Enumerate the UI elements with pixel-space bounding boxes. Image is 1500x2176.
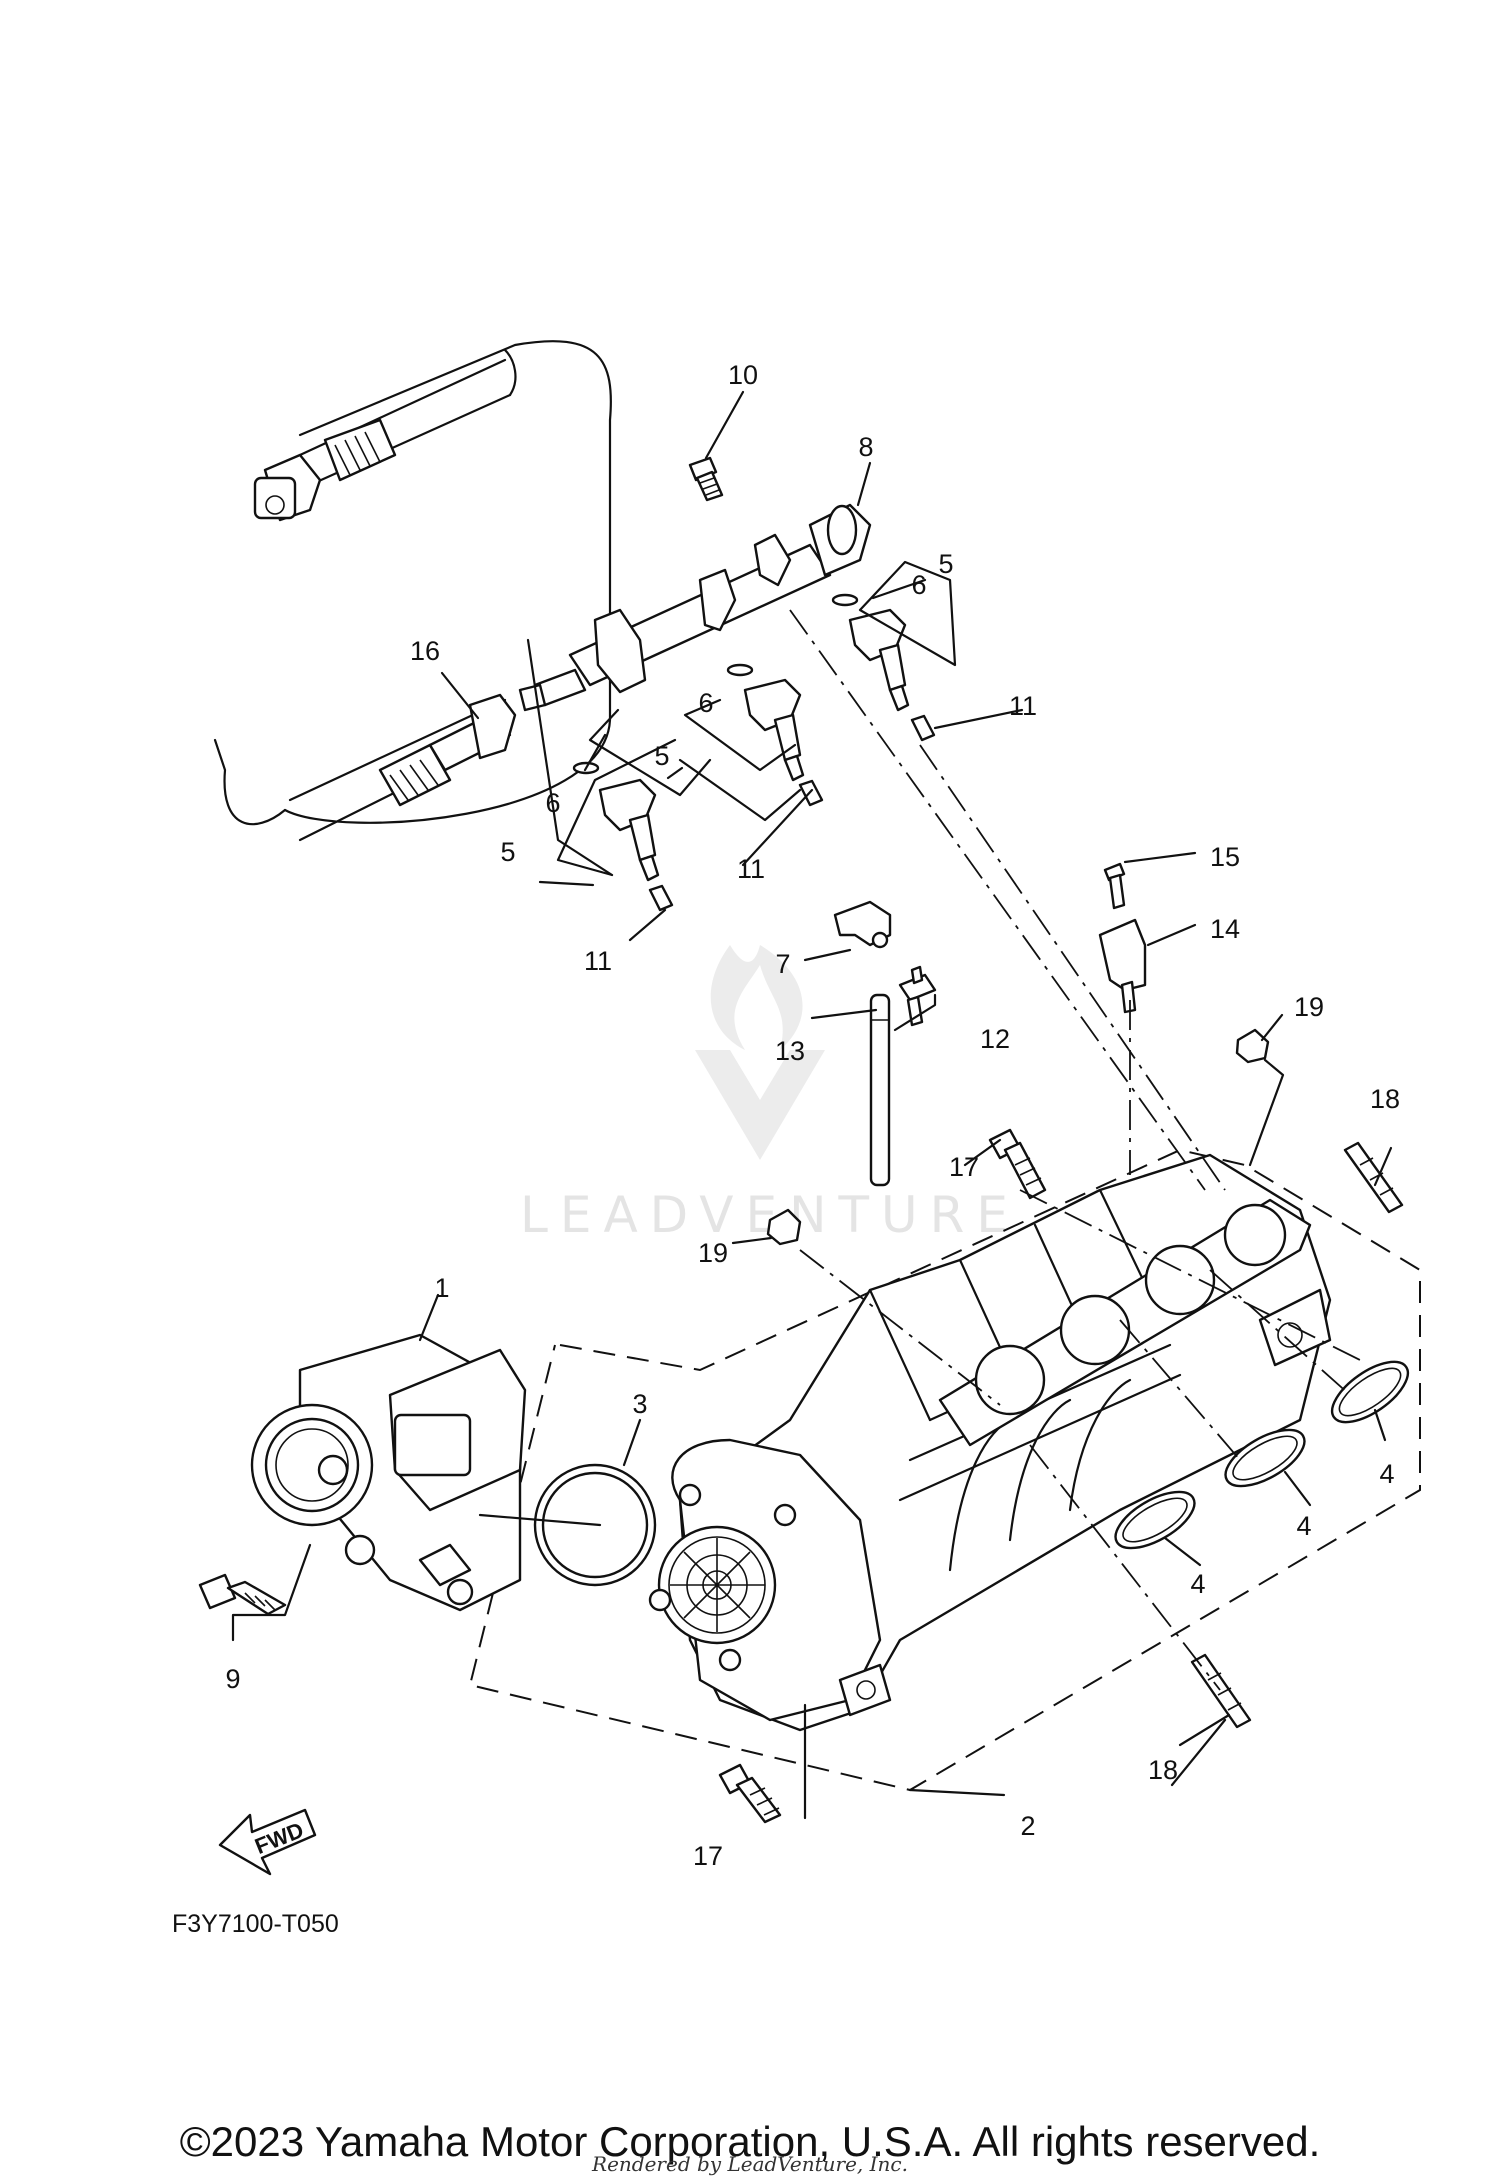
callout-6-middle: 6 — [698, 688, 713, 718]
hose-corrugated-end-bottom — [378, 693, 517, 807]
hose-corrugated-end-top — [253, 418, 397, 522]
callout-1: 1 — [434, 1273, 449, 1303]
callout-19-upper: 19 — [1294, 992, 1324, 1022]
screw-15 — [1103, 862, 1126, 910]
bolt-17-upper — [988, 1128, 1047, 1200]
callout-17-lower: 17 — [693, 1841, 723, 1871]
callout-5-left: 5 — [500, 837, 515, 867]
copyright-notice: ©2023 Yamaha Motor Corporation, U.S.A. A… — [179, 2118, 1321, 2165]
stud-18-upper — [1343, 1141, 1404, 1214]
fitting-12 — [898, 965, 937, 1027]
callout-4-middle: 4 — [1296, 1511, 1311, 1541]
bolt-17-lower — [718, 1763, 782, 1824]
nut-19-lower — [766, 1208, 802, 1246]
seal-11-right — [910, 714, 936, 742]
callout-8: 8 — [858, 432, 873, 462]
nut-19-upper — [1235, 1028, 1270, 1064]
leadventure-watermark: LEADVENTURE — [520, 945, 1020, 1244]
callout-10: 10 — [728, 360, 758, 390]
callout-5-middle: 5 — [654, 741, 669, 771]
seal-11-left — [648, 884, 674, 912]
bolt-10 — [688, 456, 724, 502]
gasket-4-b — [1224, 1428, 1306, 1488]
callout-18-lower: 18 — [1148, 1755, 1178, 1785]
sensor-7 — [833, 900, 892, 949]
pipe-13 — [869, 993, 891, 1187]
callout-5: 5 — [938, 549, 953, 579]
callout-17-upper: 17 — [949, 1152, 979, 1182]
callout-11-middle: 11 — [737, 854, 765, 884]
callout-2: 2 — [1020, 1811, 1035, 1841]
callout-18-upper: 18 — [1370, 1084, 1400, 1114]
callout-16: 16 — [410, 636, 440, 666]
callout-14: 14 — [1210, 914, 1240, 944]
leader-lines — [231, 390, 1393, 1820]
callout-19-lower: 19 — [698, 1238, 728, 1268]
callout-3: 3 — [632, 1389, 647, 1419]
fwd-direction-arrow: FWD — [218, 1808, 317, 1876]
throttle-body — [250, 1333, 527, 1612]
callout-6: 6 — [911, 570, 926, 600]
callout-4-left: 4 — [1190, 1569, 1205, 1599]
assembly-center-lines — [789, 609, 1361, 1691]
fuel-hose — [213, 340, 612, 842]
rendered-by-credit: Rendered by LeadVenture, Inc. — [592, 2152, 908, 2176]
fuel-rail — [518, 503, 872, 712]
watermark-text: LEADVENTURE — [520, 1186, 1020, 1244]
callout-15: 15 — [1210, 842, 1240, 872]
callout-9: 9 — [225, 1664, 240, 1694]
injector-middle — [726, 663, 824, 807]
seal-11-middle — [798, 779, 824, 807]
callout-labels: 10 8 5 6 11 16 6 5 6 5 11 11 15 14 7 12 … — [225, 360, 1400, 1871]
intake-manifold — [648, 1153, 1332, 1732]
gasket-4-c — [1330, 1360, 1410, 1424]
callout-6-left: 6 — [545, 788, 560, 818]
bolt-9 — [198, 1573, 287, 1616]
callout-4-right: 4 — [1379, 1459, 1394, 1489]
callout-12: 12 — [980, 1024, 1010, 1054]
o-ring-6-right — [831, 593, 859, 607]
figure-code: F3Y7100-T050 — [172, 1910, 339, 1938]
injector-left — [572, 761, 674, 912]
callout-7: 7 — [775, 949, 790, 979]
callout-13: 13 — [775, 1036, 805, 1066]
callout-11-left: 11 — [584, 946, 612, 976]
callout-11: 11 — [1009, 691, 1037, 721]
o-ring-6-middle — [726, 663, 754, 677]
injector-right — [831, 593, 936, 742]
sensor-14 — [1098, 918, 1147, 1014]
